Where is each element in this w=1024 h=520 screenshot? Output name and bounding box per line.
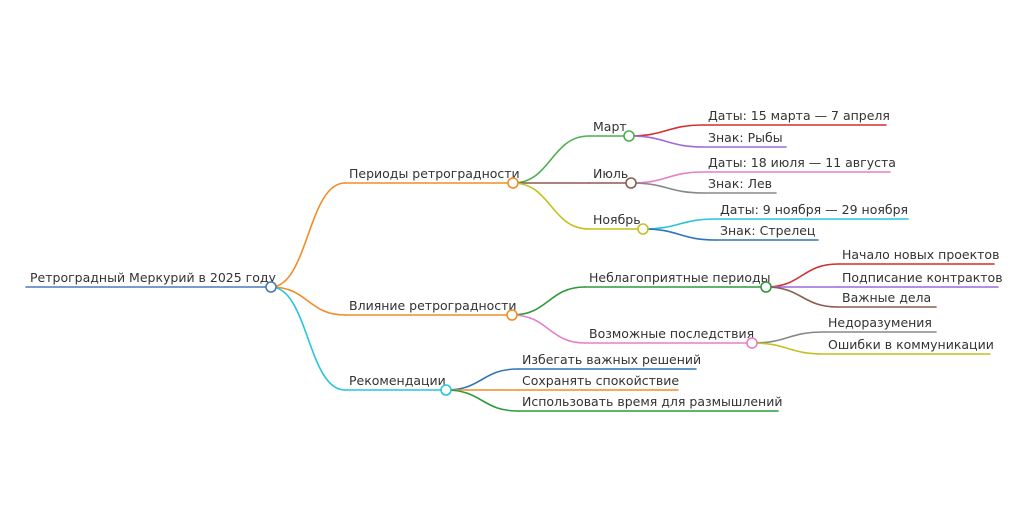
node-0-1-1[interactable]: Знак: Лев	[703, 176, 777, 194]
node-1-1-0[interactable]: Недоразумения	[823, 315, 937, 333]
node-1-0-2[interactable]: Важные дела	[837, 290, 937, 308]
node-label: Начало новых проектов	[842, 247, 999, 262]
node-2-1[interactable]: Сохранять спокойствие	[517, 373, 679, 391]
node-0-0-0[interactable]: Даты: 15 марта — 7 апреля	[703, 108, 890, 126]
node-label: Влияние ретроградности	[349, 298, 517, 313]
node-0-1-0[interactable]: Даты: 18 июля — 11 августа	[703, 155, 896, 173]
node-0-2[interactable]: Ноябрь	[588, 212, 649, 235]
node-0-1[interactable]: Июль	[588, 166, 637, 189]
edge-1-0-0	[765, 263, 839, 288]
edge-2-2	[445, 389, 519, 412]
edge-1-1-1	[751, 342, 825, 355]
edge-1-1-0	[751, 331, 825, 344]
node-2-2[interactable]: Использовать время для размышлений	[517, 394, 782, 412]
node-root[interactable]: Ретроградный Меркурий в 2025 году	[25, 270, 277, 293]
node-label: Недоразумения	[828, 315, 932, 330]
node-1-1-1[interactable]: Ошибки в коммуникации	[823, 337, 994, 355]
node-collapse-dot[interactable]	[746, 337, 758, 349]
edge-2-0	[445, 368, 519, 391]
node-collapse-dot[interactable]	[760, 281, 772, 293]
node-label: Знак: Стрелец	[720, 223, 815, 238]
node-0-0-1[interactable]: Знак: Рыбы	[703, 130, 787, 148]
node-label: Ретроградный Меркурий в 2025 году	[30, 270, 277, 285]
node-1-0-0[interactable]: Начало новых проектов	[837, 247, 999, 265]
edge-0-0-0	[628, 124, 705, 137]
edge-0-1-1	[630, 182, 705, 194]
node-collapse-dot[interactable]	[506, 309, 518, 321]
node-0-0[interactable]: Март	[588, 119, 635, 142]
edge-0-2	[512, 182, 590, 230]
node-1-0-1[interactable]: Подписание контрактов	[837, 270, 1003, 288]
node-label: Периоды ретроградности	[349, 166, 520, 181]
node-collapse-dot[interactable]	[637, 223, 649, 235]
edge-0	[270, 182, 346, 288]
node-collapse-dot[interactable]	[625, 177, 637, 189]
node-label: Даты: 9 ноября — 29 ноября	[720, 202, 908, 217]
edge-1-1	[511, 314, 586, 344]
edge-0-0-1	[628, 135, 705, 148]
node-1-1[interactable]: Возможные последствия	[584, 326, 758, 349]
node-0[interactable]: Периоды ретроградности	[344, 166, 520, 189]
node-label: Неблагоприятные периоды	[589, 270, 770, 285]
edge-1	[270, 286, 346, 316]
edge-0-0	[512, 135, 590, 184]
node-label: Март	[593, 119, 627, 134]
node-label: Даты: 15 марта — 7 апреля	[708, 108, 890, 123]
node-label: Важные дела	[842, 290, 931, 305]
node-label: Избегать важных решений	[522, 352, 701, 367]
node-label: Рекомендации	[349, 373, 446, 388]
edge-2	[270, 286, 346, 391]
node-label: Знак: Рыбы	[708, 130, 783, 145]
node-label: Даты: 18 июля — 11 августа	[708, 155, 896, 170]
edge-1-0-2	[765, 286, 839, 308]
edge-0-1-0	[630, 171, 705, 184]
node-collapse-dot[interactable]	[440, 384, 452, 396]
node-collapse-dot[interactable]	[623, 130, 635, 142]
edge-0-2-0	[642, 218, 717, 230]
mindmap-edges	[270, 124, 839, 412]
edge-1-0	[511, 286, 586, 316]
node-collapse-dot[interactable]	[265, 281, 277, 293]
node-label: Подписание контрактов	[842, 270, 1003, 285]
node-0-2-1[interactable]: Знак: Стрелец	[715, 223, 819, 241]
node-2[interactable]: Рекомендации	[344, 373, 452, 396]
node-0-2-0[interactable]: Даты: 9 ноября — 29 ноября	[715, 202, 909, 220]
node-label: Сохранять спокойствие	[522, 373, 679, 388]
node-label: Знак: Лев	[708, 176, 772, 191]
node-1[interactable]: Влияние ретроградности	[344, 298, 518, 321]
node-label: Июль	[593, 166, 628, 181]
edge-0-2-1	[642, 228, 717, 241]
node-label: Ошибки в коммуникации	[828, 337, 994, 352]
node-label: Использовать время для размышлений	[522, 394, 782, 409]
node-label: Ноябрь	[593, 212, 641, 227]
node-label: Возможные последствия	[589, 326, 754, 341]
node-collapse-dot[interactable]	[507, 177, 519, 189]
node-2-0[interactable]: Избегать важных решений	[517, 352, 701, 370]
node-1-0[interactable]: Неблагоприятные периоды	[584, 270, 772, 293]
